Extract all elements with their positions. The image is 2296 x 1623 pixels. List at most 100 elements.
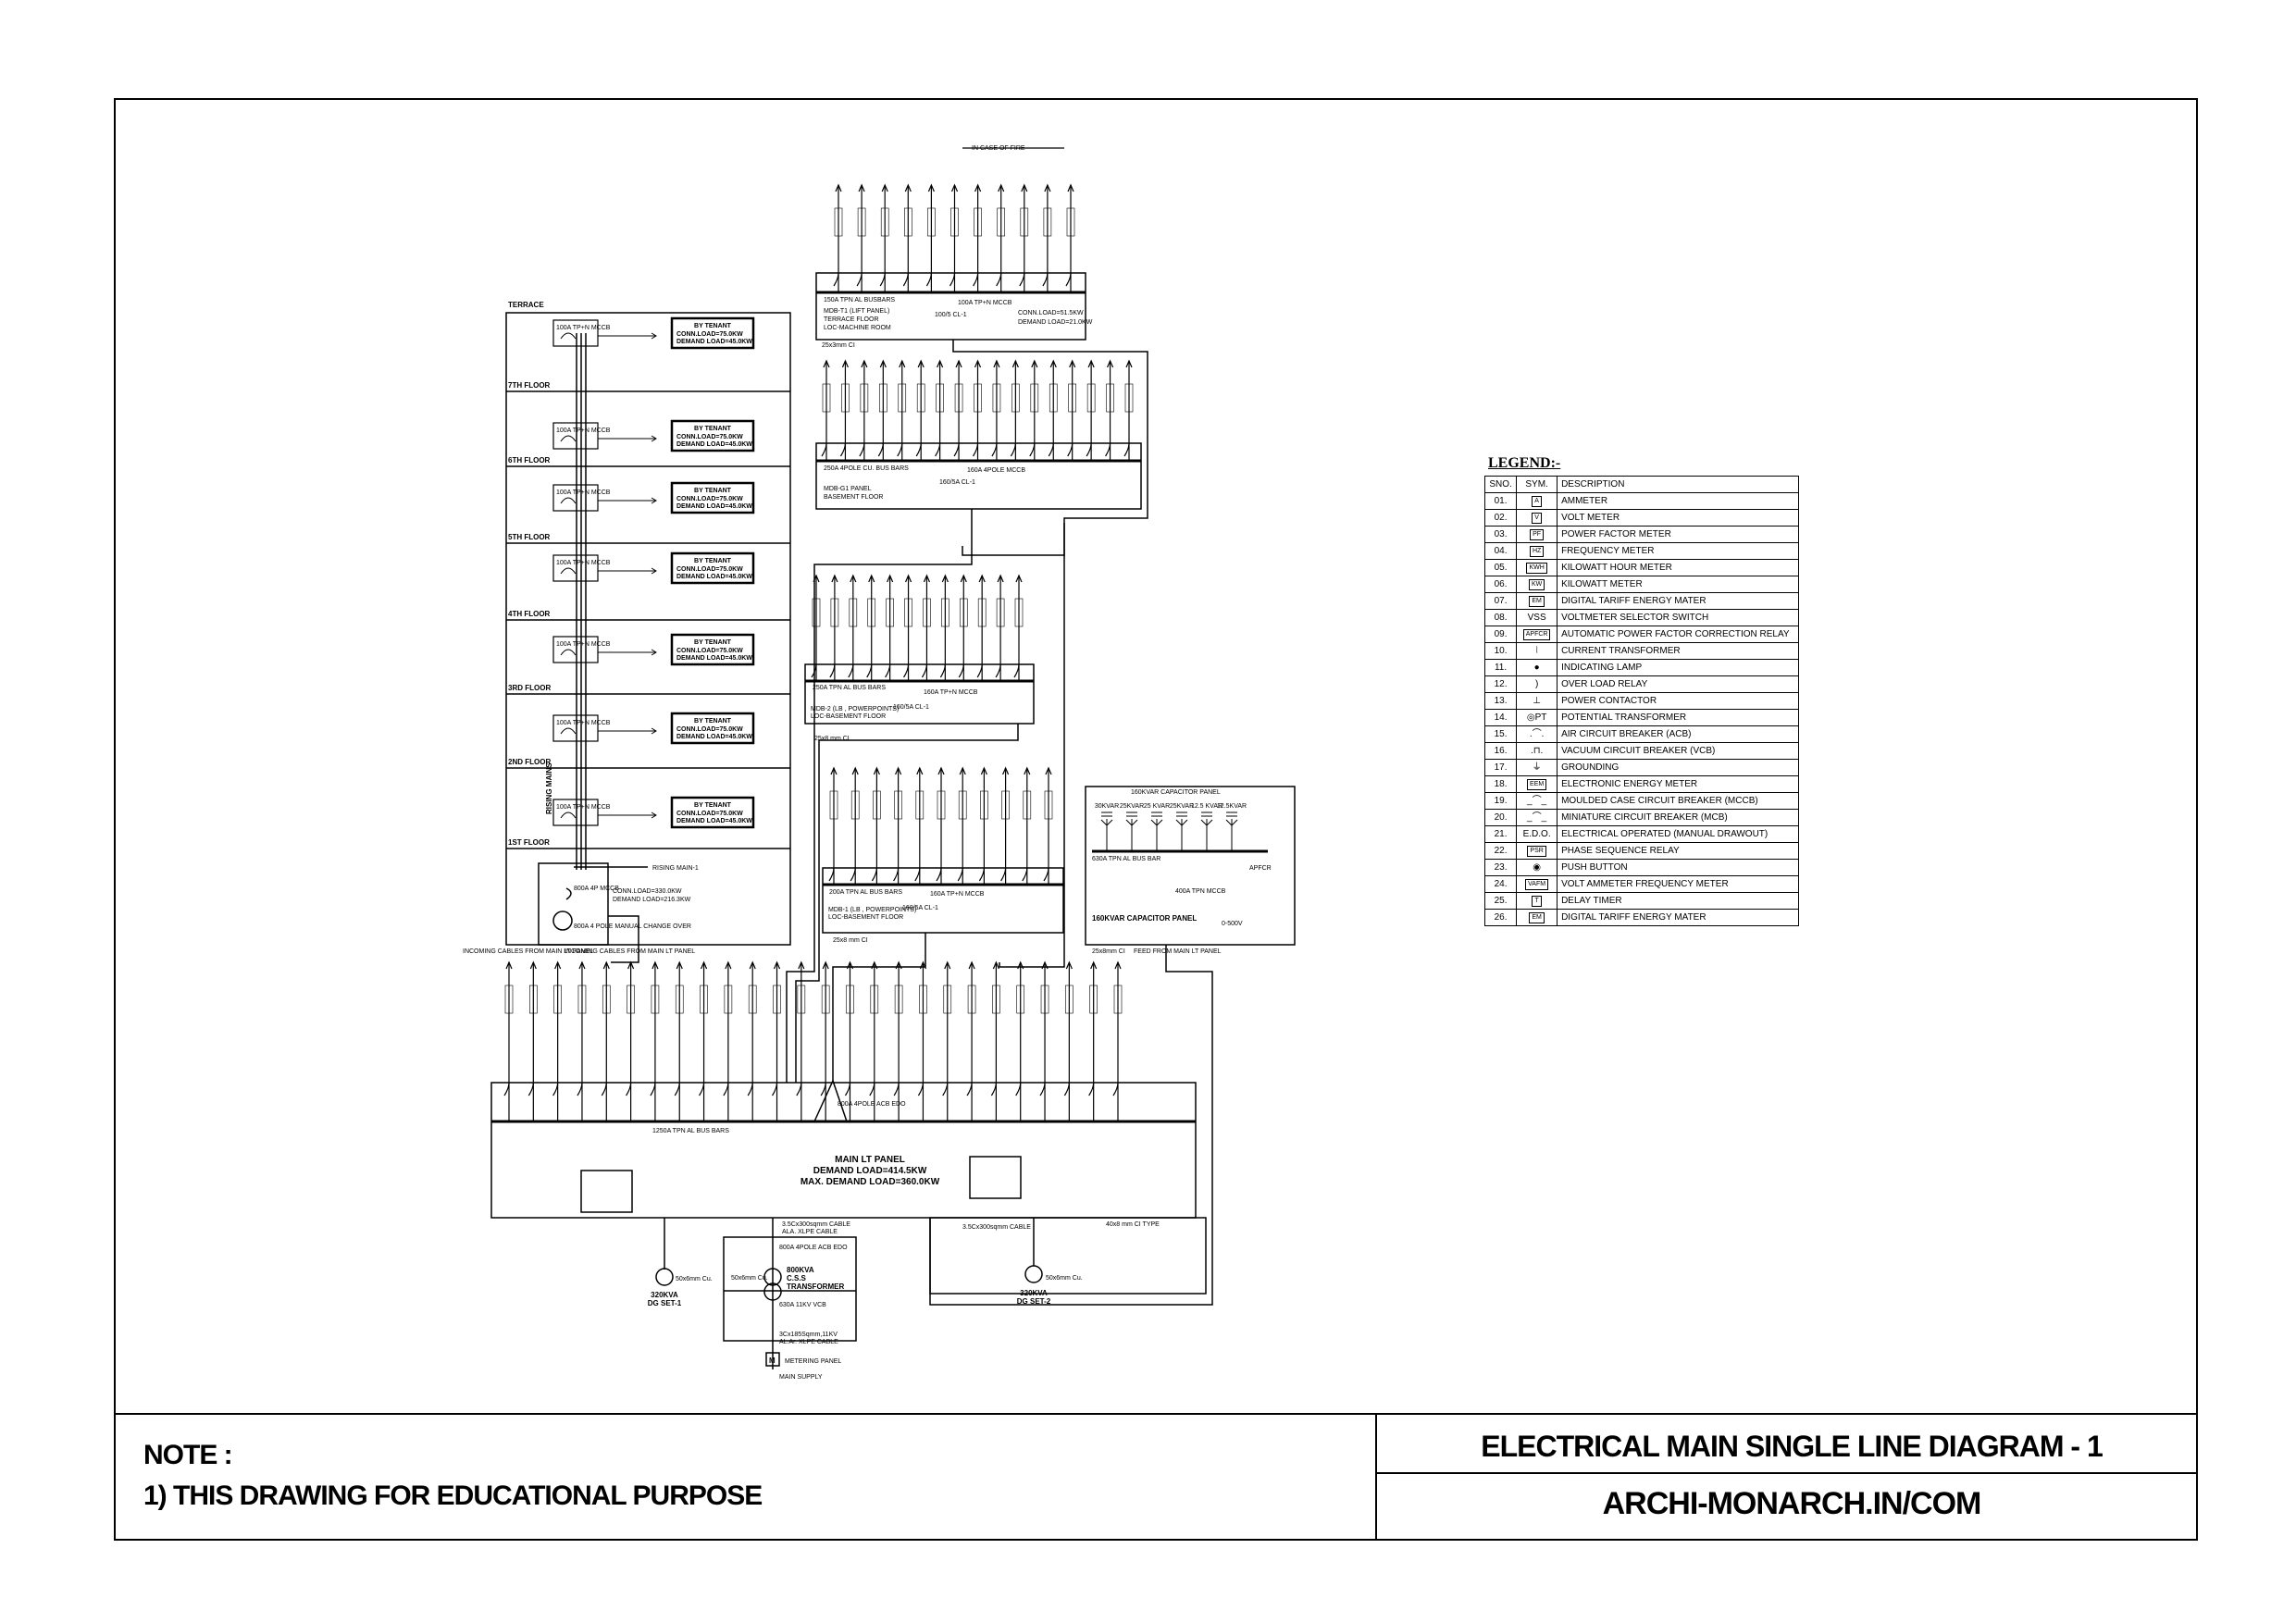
breaker-icon bbox=[859, 442, 865, 457]
arrow-icon bbox=[725, 960, 732, 970]
floor-label: 4TH FLOOR bbox=[508, 610, 551, 618]
arrow-icon bbox=[950, 183, 959, 192]
floor-db-label: 100A TP+N MCCB bbox=[556, 641, 611, 648]
arrow-icon bbox=[529, 960, 537, 970]
arrow-icon bbox=[1049, 359, 1057, 368]
basement-panel-location: BASEMENT FLOOR bbox=[824, 494, 883, 501]
main-acb-label: 800A 4POLE ACB EDO bbox=[838, 1101, 906, 1108]
legend-sno: 25. bbox=[1483, 892, 1518, 910]
tenant-conn: CONN.LOAD=75.0KW bbox=[676, 434, 743, 440]
incoming-cable-label: INCOMING CABLES FROM MAIN LT PANEL bbox=[463, 948, 593, 955]
tenant-demand: DEMAND LOAD=45.0KW bbox=[676, 339, 752, 345]
legend-sno: 09. bbox=[1483, 626, 1518, 643]
breaker-icon bbox=[893, 867, 900, 882]
tenant-demand: DEMAND LOAD=45.0KW bbox=[676, 503, 752, 510]
legend-symbol-icon: ⦚ bbox=[1516, 642, 1558, 660]
mdb2-ct: 160/5A CL-1 bbox=[893, 704, 929, 711]
feeder-tag bbox=[873, 790, 881, 820]
legend-description: ELECTRICAL OPERATED (MANUAL DRAWOUT) bbox=[1557, 825, 1799, 843]
lift-panel-box bbox=[815, 272, 1086, 341]
legend-sno: 12. bbox=[1483, 675, 1518, 693]
breaker-icon bbox=[939, 663, 946, 678]
legend-row: 15..⌒.AIR CIRCUIT BREAKER (ACB) bbox=[1483, 725, 1799, 743]
dg1-name: DG SET-1 bbox=[648, 1299, 682, 1307]
feeder-tag bbox=[602, 985, 611, 1014]
drawing-border bbox=[114, 98, 2198, 1541]
floor-db-box bbox=[552, 422, 599, 450]
legend-description: POWER CONTACTOR bbox=[1557, 692, 1799, 710]
legend-header-sym: SYM. bbox=[1516, 476, 1558, 493]
legend-description: MOULDED CASE CIRCUIT BREAKER (MCCB) bbox=[1557, 792, 1799, 810]
feeder-tag bbox=[903, 207, 912, 237]
arrow-icon bbox=[937, 766, 945, 775]
legend-symbol-icon: _⌒_ bbox=[1516, 792, 1558, 810]
floor-label: 5TH FLOOR bbox=[508, 533, 551, 541]
breaker-icon bbox=[828, 867, 835, 882]
mdb2-panel-box bbox=[804, 663, 1035, 725]
feeder-tag bbox=[1016, 985, 1025, 1014]
feeder-tag bbox=[1030, 383, 1039, 413]
breaker-icon bbox=[1029, 442, 1036, 457]
tenant-box bbox=[670, 551, 755, 585]
tenant-title: BY TENANT bbox=[694, 488, 732, 494]
capacitor-voltmeter: 0-500V bbox=[1222, 921, 1243, 927]
arrow-icon bbox=[1067, 183, 1074, 192]
breaker-icon bbox=[991, 442, 998, 457]
legend-description: DIGITAL TARIFF ENERGY MATER bbox=[1557, 592, 1799, 610]
lift-incomer: 100A TP+N MCCB bbox=[958, 300, 1012, 306]
feeder-tag bbox=[860, 383, 869, 413]
arrow-icon bbox=[1031, 359, 1038, 368]
legend-symbol: E.D.O. bbox=[1522, 829, 1551, 839]
legend-sno: 05. bbox=[1483, 559, 1518, 576]
legend-symbol: ⏚ bbox=[1532, 762, 1542, 773]
legend-sno: 11. bbox=[1483, 659, 1518, 676]
lift-panel-name: MDB-T1 (LIFT PANEL) bbox=[824, 308, 889, 315]
tenant-conn: CONN.LOAD=75.0KW bbox=[676, 496, 743, 502]
breaker-icon bbox=[820, 1082, 826, 1096]
main-lt-panel-box bbox=[490, 1082, 1197, 1219]
feed-cable-basement bbox=[786, 509, 973, 1083]
basement-ct: 160/5A CL-1 bbox=[939, 479, 975, 486]
legend-sno: 23. bbox=[1483, 859, 1518, 876]
breaker-icon bbox=[869, 1082, 875, 1096]
legend-symbol-icon: PF bbox=[1516, 526, 1558, 543]
feeder-tag bbox=[1001, 790, 1010, 820]
legend-symbol: .⊓. bbox=[1530, 746, 1544, 756]
arrow-icon bbox=[813, 574, 820, 583]
feeder-tag bbox=[1113, 985, 1123, 1014]
legend-sno: 01. bbox=[1483, 492, 1518, 510]
feeder-tag bbox=[936, 383, 944, 413]
tenant-box bbox=[670, 316, 755, 350]
legend-sno: 13. bbox=[1483, 692, 1518, 710]
floor-db-box bbox=[552, 319, 599, 347]
breaker-icon bbox=[917, 1082, 925, 1096]
legend-symbol-icon: .⌒. bbox=[1516, 725, 1558, 743]
breaker-icon bbox=[903, 663, 910, 678]
breaker-icon bbox=[839, 442, 847, 457]
feeder-tag bbox=[627, 985, 635, 1014]
arrow-icon bbox=[879, 359, 887, 368]
feeder-tag bbox=[1086, 383, 1096, 413]
arrow-icon bbox=[652, 960, 659, 970]
arrow-icon bbox=[904, 183, 912, 192]
ht-cable-label: 3Cx185Sqmm,11KV bbox=[779, 1332, 838, 1338]
feeder-tag bbox=[880, 207, 889, 237]
feeder-tag bbox=[821, 985, 830, 1014]
feed-cable-mdb1 bbox=[832, 933, 926, 1083]
feeder-tag bbox=[1020, 207, 1029, 237]
arrow-icon bbox=[887, 574, 894, 583]
feeder-tag bbox=[923, 598, 931, 627]
mdb1-busbar-label: 200A TPN AL BUS BARS bbox=[829, 889, 902, 896]
legend-sno: 24. bbox=[1483, 875, 1518, 893]
legend-symbol-icon: _⌒_ bbox=[1516, 809, 1558, 826]
feeder-tag bbox=[577, 985, 587, 1014]
legend-symbol: ⊥ bbox=[1533, 696, 1541, 706]
arrow-icon bbox=[895, 766, 902, 775]
mdb1-incomer: 160A TP+N MCCB bbox=[930, 891, 985, 898]
breaker-icon bbox=[1015, 1082, 1022, 1096]
